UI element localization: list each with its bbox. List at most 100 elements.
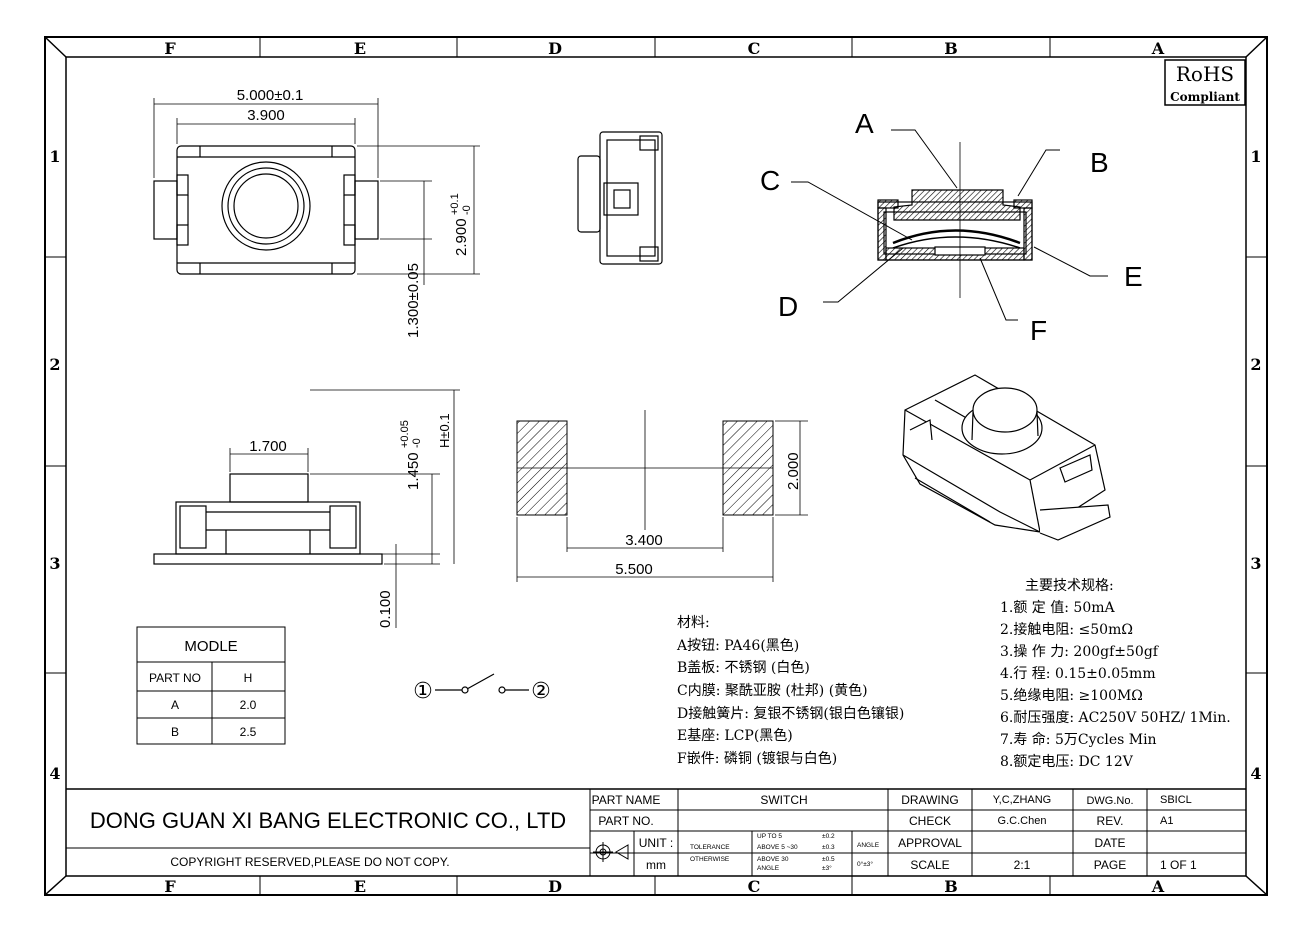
row-label: 3	[1250, 554, 1261, 573]
dim-height-tol-plus: +0.1	[449, 193, 461, 215]
model-table-title: MODLE	[184, 638, 237, 655]
part-name-label: PART NAME	[592, 793, 661, 807]
tolerance-label: TOLERANCE	[690, 844, 730, 851]
model-table-header: H	[244, 671, 253, 685]
dim-pad-h: 2.000	[785, 452, 802, 490]
col-label: C	[748, 39, 761, 58]
dim-height-tol-minus: -0	[461, 205, 473, 215]
spec-item: 8.额定电压: DC 12V	[1000, 754, 1134, 770]
part-name-value: SWITCH	[760, 793, 807, 807]
top-view-dimensions	[153, 98, 480, 285]
approval-label: APPROVAL	[898, 836, 962, 850]
rohs-badge: RoHS Compliant	[1164, 59, 1246, 106]
date-label: DATE	[1094, 836, 1125, 850]
tol-value: ±0.5	[822, 856, 835, 863]
rev-value: A1	[1160, 815, 1173, 827]
spec-item: 2.接触电阻: ≤50mΩ	[1000, 621, 1133, 638]
title-block: DONG GUAN XI BANG ELECTRONIC CO., LTD CO…	[66, 788, 1246, 876]
rohs-title: RoHS	[1176, 62, 1234, 86]
rohs-subtitle: Compliant	[1170, 90, 1240, 104]
dim-pin: 1.300±0.05	[405, 263, 422, 338]
material-item: F嵌件: 磷铜 (镀银与白色)	[677, 750, 837, 767]
front-view	[153, 473, 383, 565]
spec-item: 4.行 程: 0.15±0.05mm	[1000, 666, 1156, 682]
drawing-by: Y,C,ZHANG	[993, 794, 1051, 806]
scale-value: 2:1	[1014, 858, 1031, 872]
col-label: A	[1151, 877, 1165, 896]
model-table-cell: B	[171, 725, 179, 739]
page-label: PAGE	[1094, 858, 1126, 872]
material-item: A按钮: PA46(黑色)	[676, 637, 799, 654]
specs-list: 主要技术规格: 1.额 定 值: 50mA 2.接触电阻: ≤50mΩ 3.操 …	[1000, 578, 1231, 770]
col-label: B	[944, 39, 958, 58]
dwg-no-label: DWG.No.	[1086, 795, 1133, 807]
col-label: D	[548, 39, 562, 58]
specs-title: 主要技术规格:	[1025, 578, 1114, 594]
row-label: 4	[49, 764, 60, 783]
tol-range: ANGLE	[757, 865, 780, 872]
tol-range: ABOVE 5 ~30	[757, 844, 798, 851]
unit-value: mm	[646, 858, 666, 872]
front-view-dim-text: 1.700 1.450 +0.05 -0 H±0.1 0.100	[249, 413, 452, 628]
col-label: F	[164, 877, 176, 896]
outer-frame	[44, 36, 1268, 896]
spec-item: 1.额 定 值: 50mA	[1000, 600, 1116, 616]
col-label: E	[354, 877, 366, 896]
callout-f: F	[1030, 315, 1047, 346]
row-label: 1	[1250, 147, 1261, 166]
top-view-dim-text: 5.000±0.1 3.900 2.900 +0.1 -0 1.300±0.05	[237, 87, 473, 338]
company-name: DONG GUAN XI BANG ELECTRONIC CO., LTD	[90, 808, 566, 833]
tol-range: UP TO 5	[757, 833, 782, 840]
section-leaders	[791, 129, 1108, 321]
angle-label: ANGLE	[857, 842, 880, 849]
dim-total-h-tol-plus: +0.05	[399, 420, 411, 448]
tol-value: ±0.2	[822, 833, 835, 840]
materials-list: 材料: A按钮: PA46(黑色) B盖板: 不锈钢 (白色) C内膜: 聚酰亚…	[676, 615, 904, 767]
material-item: E基座: LCP(黑色)	[677, 727, 793, 744]
col-label: C	[748, 877, 761, 896]
otherwise-label: OTHERWISE	[690, 856, 730, 863]
dim-height: 2.900	[453, 218, 470, 256]
col-label: E	[354, 39, 366, 58]
model-table-cell: 2.5	[240, 725, 257, 739]
model-table: MODLE PART NO H A 2.0 B 2.5	[136, 626, 286, 745]
dim-width: 5.000±0.1	[237, 87, 304, 104]
dim-h: H±0.1	[437, 413, 452, 448]
scale-label: SCALE	[910, 858, 949, 872]
model-table-cell: 2.0	[240, 698, 257, 712]
dwg-no-value: SBICL	[1160, 794, 1192, 806]
model-table-cell: A	[171, 698, 179, 712]
pad-layout	[516, 410, 774, 530]
col-label: B	[944, 877, 958, 896]
side-view	[577, 131, 663, 265]
front-view-dimensions	[229, 389, 460, 628]
model-table-header: PART NO	[149, 671, 201, 685]
frame-row-labels: 1 2 3 4 1 2 3 4	[49, 147, 1261, 783]
callout-b: B	[1090, 147, 1109, 178]
check-by: G.C.Chen	[998, 815, 1047, 827]
col-label: A	[1151, 39, 1165, 58]
material-item: B盖板: 不锈钢 (白色)	[677, 659, 810, 676]
tol-value: ±3°	[822, 864, 832, 872]
spec-item: 5.绝缘电阻: ≥100MΩ	[1000, 688, 1143, 704]
tol-value: ±0.3	[822, 844, 835, 851]
angle-value: 0°±3°	[857, 860, 873, 868]
dim-total-h-tol-minus: -0	[411, 438, 423, 448]
dim-base: 0.100	[377, 590, 394, 628]
dim-inner-width: 3.900	[247, 107, 285, 124]
callout-e: E	[1124, 261, 1143, 292]
row-label: 3	[49, 554, 60, 573]
dim-knob: 1.700	[249, 438, 287, 455]
dim-pad-total: 5.500	[615, 561, 653, 578]
terminal-1: ①	[413, 679, 433, 704]
frame-column-labels: F E D C B A F E D C B A	[164, 39, 1164, 896]
unit-label: UNIT :	[639, 836, 673, 850]
col-label: F	[164, 39, 176, 58]
spec-item: 6.耐压强度: AC250V 50HZ/ 1Min.	[1000, 710, 1231, 726]
dim-total-h: 1.450	[405, 452, 422, 490]
row-label: 1	[49, 147, 60, 166]
row-label: 2	[1250, 355, 1261, 374]
rev-label: REV.	[1097, 814, 1124, 828]
pad-dim-text: 2.000 3.400 5.500	[615, 452, 802, 578]
